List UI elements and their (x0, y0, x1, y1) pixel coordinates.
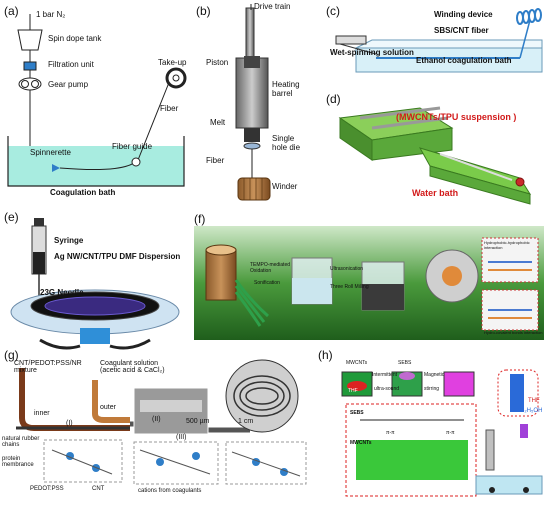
hydrophobic-inset (481, 237, 539, 283)
f-hydrophobic-label: Hydrophobic-hydrophobic interaction (484, 240, 530, 250)
h-intermittent-label: Intermittent (372, 372, 398, 378)
bath-h (475, 475, 543, 495)
g-stage-ii-label: (II) (152, 416, 161, 423)
filtration-unit (23, 61, 37, 71)
c-ethanol-label: Ethanol coagulation bath (416, 56, 512, 65)
g-outer-label: outer (100, 404, 116, 411)
e-needle-label: 23G Needle (40, 288, 84, 297)
panel-label-a: (a) (4, 4, 19, 18)
single-hole-die (243, 142, 261, 150)
heating-barrel (235, 57, 269, 129)
c-winding-label: Winding device (434, 10, 493, 19)
mwcnt-lattice (356, 440, 468, 480)
a-bath-label: Coagulation bath (50, 188, 116, 197)
panel-e-diagram (10, 218, 180, 350)
g-stage-i-label: (I) (66, 420, 73, 427)
panel-c-diagram (335, 8, 543, 73)
a-pump-label: Gear pump (48, 80, 89, 89)
b-winder-label: Winder (272, 182, 298, 191)
coagulation-bath (8, 146, 184, 186)
panel-d-diagram (338, 106, 532, 205)
g-stage-iii-label: (III) (176, 434, 187, 441)
g-scale2-label: 1 cm (238, 418, 254, 425)
h-magnetic-label: Magnetic (424, 372, 445, 378)
g-coag-label: Coagulant solution (acetic acid & CaCl₂) (100, 360, 165, 374)
winder (237, 177, 271, 201)
motor (80, 328, 110, 344)
b-melt-label: Melt (210, 118, 226, 127)
h-c2h5oh-label: C₂H₅OH (520, 408, 543, 414)
c-wet-label: Wet-spinning solution (330, 48, 414, 57)
wood-log (205, 249, 237, 301)
b-heating-label: Heating barrel (272, 80, 300, 98)
h-thf2-label: THF (528, 398, 540, 404)
f-hydro-bond-label: Hydro-covalent bonds interaction (484, 330, 543, 335)
stage-ii-box (133, 441, 219, 485)
a-fiber-label: Fiber (160, 104, 179, 113)
e-syringe-label: Syringe (54, 236, 84, 245)
panel-label-c: (c) (326, 4, 340, 18)
g-pedot-label: PEDOT:PSS (30, 486, 64, 492)
stage-i-box (43, 439, 123, 483)
g-cnt-label: CNT (92, 486, 105, 492)
a-tank-label: Spin dope tank (48, 34, 102, 43)
panel-label-b: (b) (196, 4, 211, 18)
e-dispersion-label: Ag NW/CNT/TPU DMF Dispersion (54, 252, 181, 261)
panel-label-f: (f) (194, 212, 206, 226)
g-inner-label: inner (34, 410, 50, 417)
h-ultrasound-label: ultra-sound (374, 386, 400, 392)
fiber-coil-photo (225, 359, 299, 433)
syringe-h (485, 429, 495, 471)
b-die-label: Single hole die (272, 134, 301, 152)
h-pipi1-label: π-π (386, 430, 395, 436)
h-mwcnts-label: MWCNTs (346, 360, 368, 366)
fiber-guide (131, 157, 141, 167)
vial-h (520, 424, 528, 438)
g-scale1-label: 500 µm (186, 418, 210, 425)
c-sbs-label: SBS/CNT fiber (434, 26, 489, 35)
b-fiber-label: Fiber (206, 156, 225, 165)
a-spinnerette-label: Spinnerette (30, 148, 71, 157)
g-mixture-label: CNT/PEDOT:PSS/NR mixture (14, 360, 82, 374)
stage-iii-box (225, 441, 307, 485)
h-stirring-label: stirring (424, 386, 440, 392)
f-sonic-label: Sonification (254, 280, 280, 286)
panel-h-diagram (341, 369, 543, 497)
panel-b-diagram (235, 4, 271, 201)
h-thf-label: THF (348, 388, 358, 394)
a-filter-label: Filtration unit (48, 60, 94, 69)
a-takeup-label: Take-up (158, 58, 187, 67)
g-protein-label: protein membrance (2, 456, 34, 468)
g-nr-label: natural rubber chains (2, 436, 40, 448)
panel-f-diagram (194, 226, 544, 340)
b-piston-label: Piston (206, 58, 229, 67)
pink-solution (443, 371, 475, 397)
panel-g-diagram (16, 359, 307, 485)
panel-label-h: (h) (318, 348, 333, 362)
h-mwcnts2-label: MWCNTs (350, 440, 372, 446)
h-pipi2-label: π-π (446, 430, 455, 436)
panel-a-diagram (7, 14, 187, 187)
panel-label-d: (d) (326, 92, 341, 106)
h-sebs2-label: SEBS (350, 410, 364, 416)
b-drive-label: Drive train (254, 2, 291, 11)
f-tempo-label: TEMPO-mediated Oxidation (250, 262, 291, 274)
d-water-label: Water bath (412, 188, 459, 198)
d-suspension-label: (MWCNTs/TPU suspension ) (396, 112, 517, 122)
panel-label-g: (g) (4, 348, 19, 362)
wet-spinning-syringe (335, 35, 367, 45)
g-cations-label: cations from coagulants (138, 488, 202, 494)
f-ultra-label: Ultrasonication (330, 266, 364, 272)
a-guide-label: Fiber guide (112, 142, 153, 151)
panel-label-e: (e) (4, 210, 19, 224)
h-sebs-label: SEBS (398, 360, 412, 366)
a-n2-label: 1 bar N₂ (36, 10, 66, 19)
winding-device-coil (516, 8, 542, 25)
f-three-roll-label: Three Roll Milling (330, 284, 369, 290)
